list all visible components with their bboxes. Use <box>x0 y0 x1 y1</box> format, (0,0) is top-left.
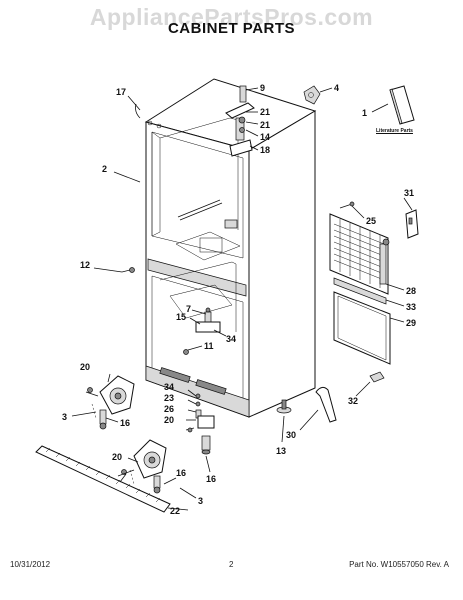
callout-13: 13 <box>276 446 286 456</box>
callout-9: 9 <box>260 83 265 93</box>
callout-7: 7 <box>186 304 191 314</box>
callout-12: 12 <box>80 260 90 270</box>
footer-page-number: 2 <box>229 560 234 569</box>
callout-32: 32 <box>348 396 358 406</box>
page-title: CABINET PARTS <box>167 20 296 37</box>
callout-14: 14 <box>260 132 270 142</box>
literature-parts-label: Literature Parts <box>376 128 413 134</box>
literature-booklet <box>389 85 415 125</box>
callout-18: 18 <box>260 145 270 155</box>
callout-33: 33 <box>406 302 416 312</box>
part-12-screw <box>121 267 135 273</box>
condenser-grille-assembly <box>329 201 419 365</box>
callout-3a: 3 <box>62 412 67 422</box>
callout-16c: 16 <box>176 468 186 478</box>
callout-34b: 34 <box>164 382 174 392</box>
front-roller-assembly <box>117 439 167 494</box>
callout-20a: 20 <box>80 362 90 372</box>
callout-4: 4 <box>334 83 339 93</box>
callout-17: 17 <box>116 87 126 97</box>
callout-11: 11 <box>204 341 214 351</box>
part-4-clip <box>303 85 321 105</box>
rear-roller-assembly <box>85 375 135 430</box>
part-30-wrench <box>315 386 337 423</box>
part-22-toe-grille <box>35 445 171 513</box>
callout-20b: 20 <box>164 415 174 425</box>
callout-25: 25 <box>366 216 376 226</box>
cabinet-body <box>135 78 317 418</box>
part-13-foot <box>276 399 292 414</box>
callout-16b: 16 <box>206 474 216 484</box>
callout-2: 2 <box>102 164 107 174</box>
watermark: AppliancePartsPros.com <box>89 4 374 30</box>
center-fasteners <box>185 393 215 455</box>
top-hinge-assembly <box>225 85 255 157</box>
inner-fasteners <box>183 307 221 355</box>
callout-16a: 16 <box>120 418 130 428</box>
callout-3b: 3 <box>198 496 203 506</box>
callout-30: 30 <box>286 430 296 440</box>
callout-28: 28 <box>406 286 416 296</box>
callout-34a: 34 <box>226 334 236 344</box>
callout-21a: 21 <box>260 107 270 117</box>
callout-22: 22 <box>170 506 180 516</box>
leader-lines <box>71 87 413 511</box>
callout-23: 23 <box>164 393 174 403</box>
callout-21b: 21 <box>260 120 270 130</box>
footer-part-number: Part No. W10557050 Rev. A <box>349 560 449 569</box>
part-32-clip <box>369 371 385 383</box>
callout-15: 15 <box>176 312 186 322</box>
callout-20c: 20 <box>112 452 122 462</box>
callout-1: 1 <box>362 108 367 118</box>
callout-26: 26 <box>164 404 174 414</box>
callout-29: 29 <box>406 318 416 328</box>
callout-labels: 17 2 9 21 21 14 18 4 1 31 25 28 33 29 12… <box>62 83 416 516</box>
callout-31: 31 <box>404 188 414 198</box>
footer-date: 10/31/2012 <box>10 560 51 569</box>
